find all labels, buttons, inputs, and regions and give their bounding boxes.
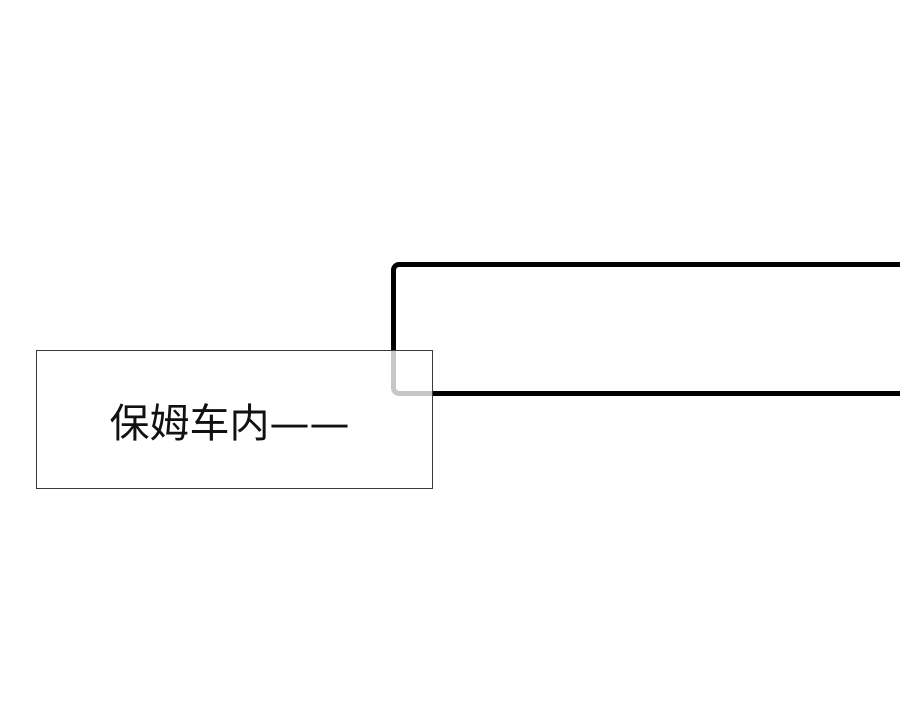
caption-text: 保姆车内——	[109, 400, 350, 447]
comic-panel-frame	[391, 262, 900, 396]
caption-box: 保姆车内——	[36, 350, 433, 489]
